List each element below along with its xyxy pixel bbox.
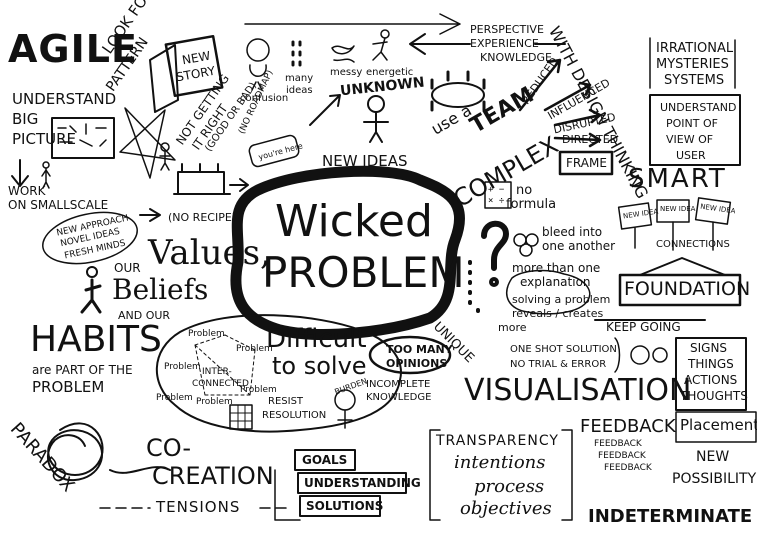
problem-node-6: Problem (240, 385, 277, 395)
signs-l1: SIGNS (690, 341, 728, 355)
understand-user-l2: POINT OF (666, 117, 718, 130)
formula-symbols: + − × ÷ (488, 185, 505, 206)
interconnected-l1: INTER- (202, 367, 232, 377)
smart-label: SMART (628, 164, 727, 194)
new-ideas-label: NEW IDEAS (322, 152, 408, 170)
transparency-intentions: intentions (454, 452, 546, 473)
transparency-title: TRANSPARENCY (436, 433, 559, 449)
agile-understand: UNDERSTAND (12, 90, 117, 108)
transparency-process: process (474, 476, 545, 497)
confusion-label: confusion (240, 93, 289, 104)
resist-l1: RESIST (268, 396, 304, 407)
many-ideas-l1: many (285, 73, 314, 84)
feedback-small-2: FEEDBACK (598, 451, 646, 461)
messy-label: messy (330, 67, 363, 78)
agile-work: WORK (8, 184, 46, 198)
problem-node-2: Problem (236, 344, 273, 354)
irrational-l2: MYSTERIES (656, 57, 729, 72)
perspective-l3: KNOWLEDGE (480, 51, 552, 64)
placements-label: Placements (680, 416, 757, 434)
center-title-line1: Wicked (275, 196, 433, 247)
possibility-label: POSSIBILITY (672, 471, 757, 487)
feedback-big: FEEDBACK (580, 416, 676, 437)
difficult-label: Difficult (266, 324, 367, 354)
transparency-objectives: objectives (460, 498, 552, 519)
problem-label: PROBLEM (32, 378, 105, 396)
understand-user-l1: UNDERSTAND (660, 101, 737, 114)
solving-l3: more (498, 321, 527, 334)
irrational-l3: SYSTEMS (664, 73, 725, 88)
to-solve-label: to solve (272, 352, 367, 380)
and-our-label: AND OUR (118, 309, 171, 322)
agile-picture: PICTURE (12, 130, 76, 148)
indeterminate-label: INDETERMINATE (588, 506, 753, 527)
agile-small-scale: ON SMALLSCALE (8, 198, 109, 212)
perspective-l2: EXPERIENCE (470, 37, 539, 50)
values-label: Values, (148, 233, 271, 273)
understand-user-l4: USER (676, 149, 706, 162)
understand-user-l3: VIEW OF (666, 133, 714, 146)
solving-l1: solving a problem (512, 293, 611, 306)
incomplete-l2: KNOWLEDGE (366, 392, 432, 403)
too-many-l2: OPINIONS (386, 357, 448, 370)
keep-going-label: KEEP GOING (606, 320, 681, 334)
flag-new-idea-2: NEW IDEA (660, 205, 696, 213)
perspective-l1: PERSPECTIVE (470, 23, 544, 36)
problem-node-1: Problem (188, 329, 225, 339)
formula-label: formula (506, 197, 557, 212)
solving-l2: reveals / creates (512, 307, 604, 320)
are-part-label: are PART OF THE (32, 363, 133, 377)
foundation-label: FOUNDATION (624, 278, 751, 300)
energetic-label: energetic (366, 67, 414, 78)
many-ideas-l2: ideas (286, 85, 313, 96)
tensions-label: TENSIONS (156, 498, 241, 516)
understanding-label: UNDERSTANDING (304, 476, 421, 490)
more-than-one-l2: explanation (520, 275, 591, 289)
signs-l2: THINGS (688, 357, 734, 371)
no-recipe-label: (NO RECIPE) (168, 211, 237, 224)
cocreation-l1: CO- (146, 434, 191, 462)
directed-label: DIRECTED (562, 133, 619, 146)
center-title-line2: PROBLEM (262, 248, 465, 297)
problem-node-5: Problem (196, 397, 233, 407)
interconnected-l2: CONNECTED (192, 379, 249, 389)
beliefs-label: Beliefs (112, 273, 209, 306)
habits-label: HABITS (30, 319, 162, 360)
problem-node-3: Problem (164, 362, 201, 372)
connections-label: CONNECTIONS (656, 239, 730, 250)
solutions-label: SOLUTIONS (306, 499, 384, 513)
frame-label: FRAME (566, 156, 607, 170)
goals-label: GOALS (302, 453, 348, 467)
our-label: OUR (114, 261, 141, 275)
signs-l3: ACTIONS (684, 373, 738, 387)
agile-title: AGILE (8, 27, 138, 71)
bleed-l1: bleed into (542, 225, 603, 239)
bleed-l2: one another (542, 239, 616, 253)
one-shot-l2: NO TRIAL & ERROR (510, 359, 607, 370)
center-blob (230, 165, 465, 340)
problem-node-4: Problem (156, 393, 193, 403)
feedback-small-1: FEEDBACK (594, 439, 642, 449)
resist-l2: RESOLUTION (262, 410, 327, 421)
irrational-l1: IRRATIONAL (656, 41, 734, 56)
new-label: NEW (696, 449, 730, 465)
too-many-l1: TOO MANY (386, 343, 453, 356)
signs-l4: THOUGHTS (680, 389, 748, 403)
one-shot-l1: ONE SHOT SOLUTION (510, 344, 617, 355)
no-label: no (516, 183, 533, 198)
incomplete-l1: INCOMPLETE (366, 379, 431, 390)
feedback-small-3: FEEDBACK (604, 463, 652, 473)
more-than-one-l1: more than one (512, 261, 601, 275)
visualisation-label: VISUALISATION (464, 373, 692, 408)
cocreation-l2: CREATION (152, 462, 274, 490)
agile-big: BIG (12, 110, 39, 128)
